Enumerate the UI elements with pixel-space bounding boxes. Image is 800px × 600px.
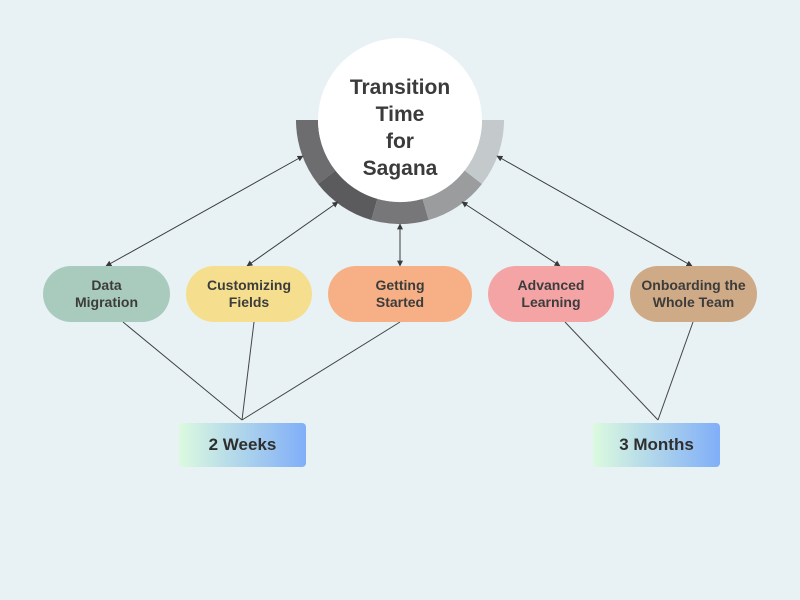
- grouping-line: [657, 321, 694, 421]
- ring-segment: [464, 120, 504, 185]
- step-customizing-fields[interactable]: Customizing Fields: [186, 266, 312, 322]
- grouping-line: [241, 321, 255, 421]
- ring-segment: [422, 170, 482, 220]
- center-ring: [296, 120, 504, 224]
- ring-segment: [296, 120, 336, 185]
- ring-segment: [371, 198, 429, 224]
- center-circle: [318, 38, 482, 202]
- step-onboarding-whole-team[interactable]: Onboarding the Whole Team: [630, 266, 757, 322]
- ring-segment: [318, 170, 378, 220]
- duration-three-months[interactable]: 3 Months: [593, 423, 720, 467]
- grouping-line: [122, 321, 243, 421]
- connector-arrow: [246, 201, 339, 267]
- connector-arrow: [461, 201, 561, 267]
- duration-two-weeks[interactable]: 2 Weeks: [179, 423, 306, 467]
- connector-arrow: [105, 155, 304, 267]
- step-data-migration[interactable]: Data Migration: [43, 266, 170, 322]
- grouping-line: [241, 321, 401, 421]
- center-title: Transition Time for Sagana: [349, 76, 451, 180]
- connector-arrow: [496, 155, 693, 267]
- connector-arrows: [105, 155, 693, 267]
- grouping-line: [564, 321, 659, 421]
- grouping-lines: [122, 321, 694, 421]
- step-advanced-learning[interactable]: Advanced Learning: [488, 266, 614, 322]
- step-getting-started[interactable]: Getting Started: [328, 266, 472, 322]
